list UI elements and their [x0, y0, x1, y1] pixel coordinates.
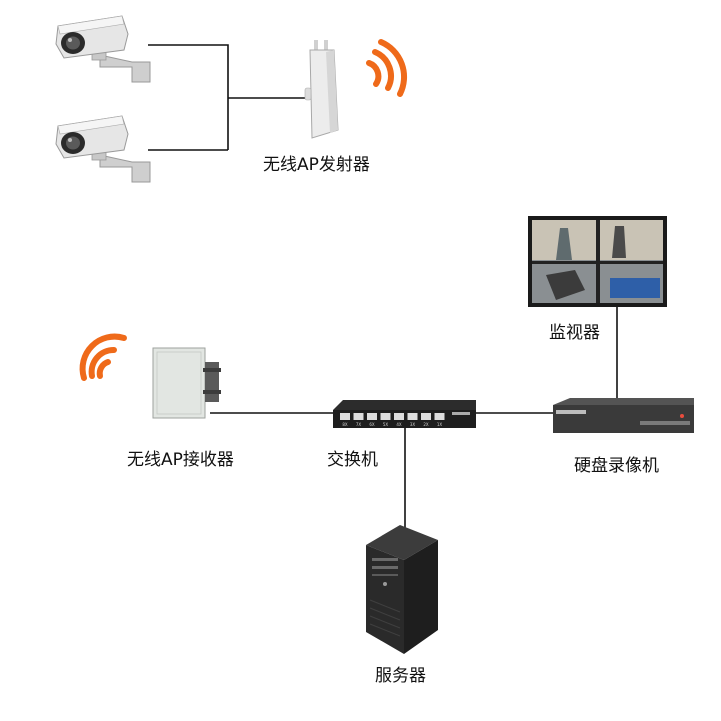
switch-port-label: 2X: [423, 422, 429, 427]
ap-receiver-label: 无线AP接收器: [127, 450, 234, 470]
server-label: 服务器: [375, 666, 426, 686]
nvr-icon: [553, 398, 694, 433]
switch-label: 交换机: [327, 450, 378, 470]
switch-port-label: 8X: [342, 422, 348, 427]
server: [366, 525, 438, 654]
cctv-camera-icon: [55, 115, 151, 183]
monitor-icon: [528, 216, 667, 307]
camera-2: [55, 115, 151, 183]
wireless-ap-icon: [152, 347, 221, 419]
server-tower-icon: [366, 525, 438, 654]
switch-port: [367, 413, 377, 420]
wifi-signal-icon: [79, 333, 127, 381]
switch-port-label: 6X: [369, 422, 375, 427]
cctv-camera-icon: [55, 15, 151, 83]
switch-port-label: 5X: [383, 422, 389, 427]
network-switch-icon: 8X 7X 6X 5X 4X 3X 2X 1X: [333, 400, 476, 428]
ap-receiver: [79, 333, 221, 419]
camera-1: [55, 15, 151, 83]
switch-port: [407, 413, 418, 420]
ap-transmitter-label: 无线AP发射器: [263, 155, 370, 175]
switch-port-label: 1X: [437, 422, 443, 427]
switch-port: [353, 413, 364, 420]
connection-lines: [148, 44, 618, 530]
nvr-label: 硬盘录像机: [574, 456, 659, 476]
switch-port-label: 4X: [396, 422, 402, 427]
switch-port-label: 7X: [356, 422, 362, 427]
switch-port: [394, 413, 404, 420]
switch-port: [434, 413, 445, 420]
link-camera1-junction: [148, 44, 229, 150]
monitor: [528, 216, 667, 307]
switch-port: [340, 413, 350, 420]
nvr: [553, 398, 694, 433]
switch-port: [380, 413, 391, 420]
network-switch: 8X 7X 6X 5X 4X 3X 2X 1X: [333, 400, 476, 428]
wireless-ap-icon: [304, 40, 339, 139]
switch-port: [421, 413, 431, 420]
wifi-signal-icon: [366, 39, 408, 97]
ap-transmitter: [304, 39, 408, 139]
switch-port-label: 3X: [410, 422, 416, 427]
monitor-label: 监视器: [549, 323, 600, 343]
